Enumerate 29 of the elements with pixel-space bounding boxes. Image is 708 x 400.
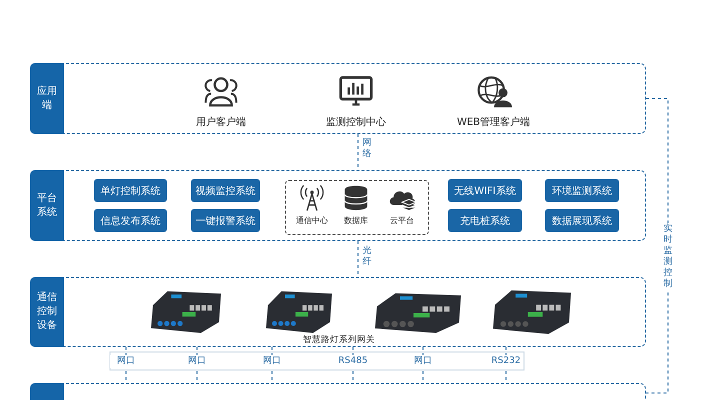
- edge-label: RS485: [337, 355, 369, 368]
- tier-band: [30, 277, 646, 347]
- device-caption: 智慧路灯系列网关: [302, 334, 376, 346]
- system-button: 信息发布系统: [94, 209, 167, 232]
- system-button: 一键报警系统: [191, 209, 260, 232]
- tier-band: [30, 170, 646, 241]
- icon-caption: 数据库: [343, 215, 369, 226]
- group-box: [285, 180, 429, 235]
- edge-label: 实时监测控制: [663, 223, 673, 291]
- connector: [357, 134, 359, 170]
- system-button: 无线WIFI系统: [448, 179, 522, 202]
- edge-label: 网络: [362, 137, 372, 161]
- system-button: 数据展现系统: [545, 209, 619, 232]
- system-button: 单灯控制系统: [94, 179, 167, 202]
- icon-caption: WEB管理客户端: [456, 116, 532, 129]
- edge-label: RS232: [490, 355, 522, 368]
- icon-caption: 通信中心: [295, 215, 329, 226]
- icon-caption: 用户客户端: [195, 116, 247, 129]
- system-button: 环境监测系统: [545, 179, 619, 202]
- tier-band: [30, 63, 646, 134]
- tier-label: 应用端: [30, 63, 64, 134]
- connector: [357, 241, 359, 277]
- tier-label: 平台系统: [30, 170, 64, 241]
- system-button: 视频监控系统: [191, 179, 260, 202]
- edge-label: 光纤: [362, 245, 372, 269]
- icon-caption: 云平台: [389, 215, 415, 226]
- icon-caption: 监测控制中心: [325, 116, 387, 129]
- system-button: 充电桩系统: [448, 209, 522, 232]
- tier-label: 通信控制设备: [30, 277, 64, 347]
